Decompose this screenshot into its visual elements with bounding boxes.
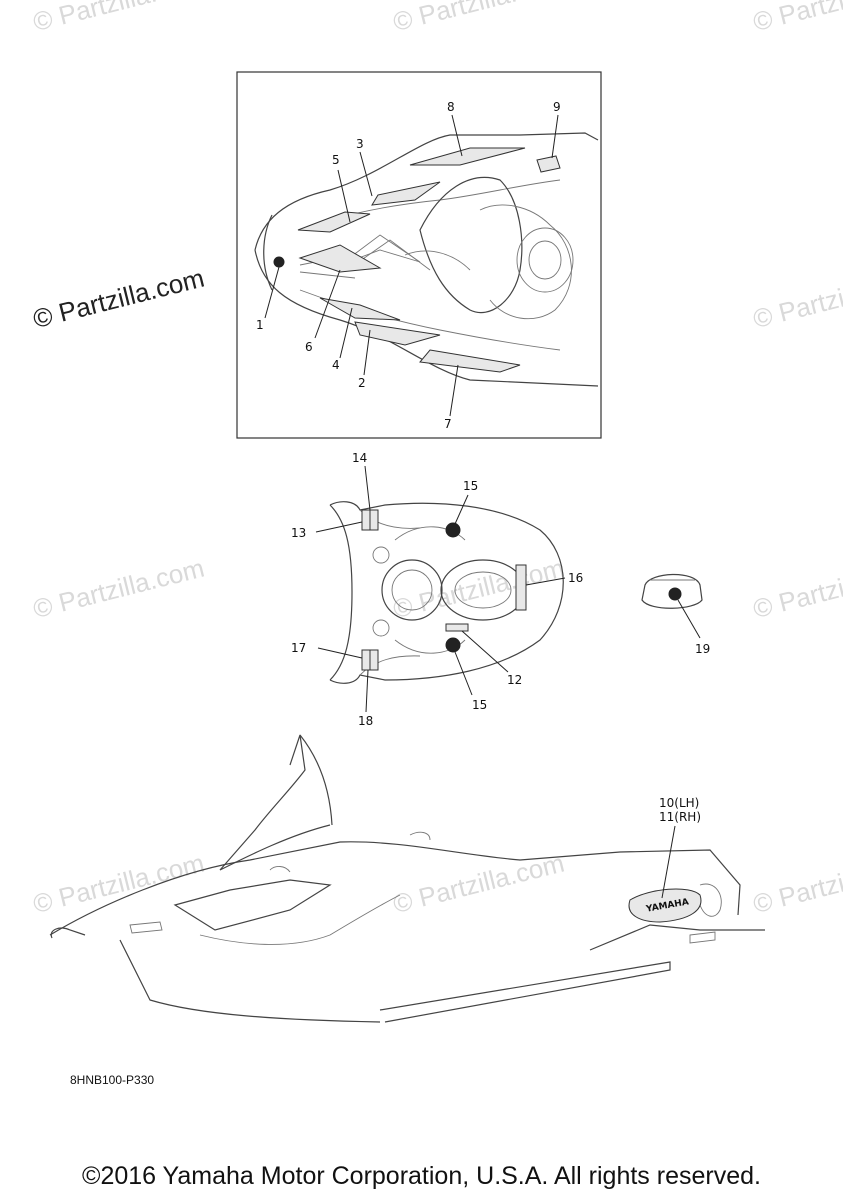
leader-1 <box>264 266 280 319</box>
decal-8 <box>409 147 526 166</box>
emblem-15-top <box>445 522 461 538</box>
callout-15-top: 15 <box>463 479 479 493</box>
leader-5 <box>337 169 351 223</box>
decal-14 <box>369 509 379 531</box>
hood-inset-frame <box>236 71 602 439</box>
decal-3 <box>371 181 441 206</box>
callout-1: 1 <box>256 318 264 332</box>
callout-12: 12 <box>507 673 523 687</box>
callout-11: 11(RH) <box>659 810 701 824</box>
decal-7 <box>419 349 521 373</box>
leader-12 <box>461 630 509 673</box>
decal-6 <box>298 244 382 273</box>
leader-10-11 <box>661 825 676 899</box>
callout-10: 10(LH) <box>659 796 700 810</box>
leader-6 <box>314 269 341 339</box>
decal-17 <box>361 649 371 671</box>
leader-18 <box>365 669 369 713</box>
decal-4 <box>319 297 401 321</box>
emblem-1 <box>273 256 285 268</box>
decal-18 <box>369 649 379 671</box>
decal-16 <box>515 564 527 611</box>
leader-9 <box>551 114 559 159</box>
leader-2 <box>363 329 371 376</box>
decal-10-11 <box>628 888 702 923</box>
decal-12 <box>445 623 469 632</box>
callout-3: 3 <box>356 137 364 151</box>
decal-2 <box>354 321 441 346</box>
decal-9 <box>536 155 561 173</box>
leader-17 <box>317 647 363 659</box>
callout-14: 14 <box>352 451 368 465</box>
callout-13: 13 <box>291 526 307 540</box>
callout-7: 7 <box>444 417 452 431</box>
leader-14 <box>364 465 371 511</box>
leader-15a <box>454 494 469 525</box>
sled-side-drawing <box>49 734 765 1023</box>
callout-15-bottom: 15 <box>472 698 488 712</box>
leader-4 <box>339 307 353 359</box>
callout-4: 4 <box>332 358 340 372</box>
callout-19: 19 <box>695 642 711 656</box>
callout-8: 8 <box>447 100 455 114</box>
decal-5 <box>297 211 371 233</box>
leader-16 <box>525 577 566 586</box>
callout-2: 2 <box>358 376 366 390</box>
emblem-19 <box>668 587 682 601</box>
leader-3 <box>359 151 373 197</box>
copyright-notice: ©2016 Yamaha Motor Corporation, U.S.A. A… <box>82 1162 761 1190</box>
callout-9: 9 <box>553 100 561 114</box>
leader-13 <box>315 521 363 533</box>
leader-15b <box>454 651 473 696</box>
gauge-pod-drawing <box>641 573 703 609</box>
callout-16: 16 <box>568 571 584 585</box>
leader-19 <box>677 599 701 639</box>
callout-6: 6 <box>305 340 313 354</box>
leader-7 <box>449 364 459 417</box>
leader-8 <box>451 114 463 157</box>
decal-13 <box>361 509 371 531</box>
callout-17: 17 <box>291 641 307 655</box>
emblem-15-bottom <box>445 637 461 653</box>
callout-18: 18 <box>358 714 374 728</box>
diagram-code: 8HNB100-P330 <box>70 1073 155 1087</box>
callout-5: 5 <box>332 153 340 167</box>
